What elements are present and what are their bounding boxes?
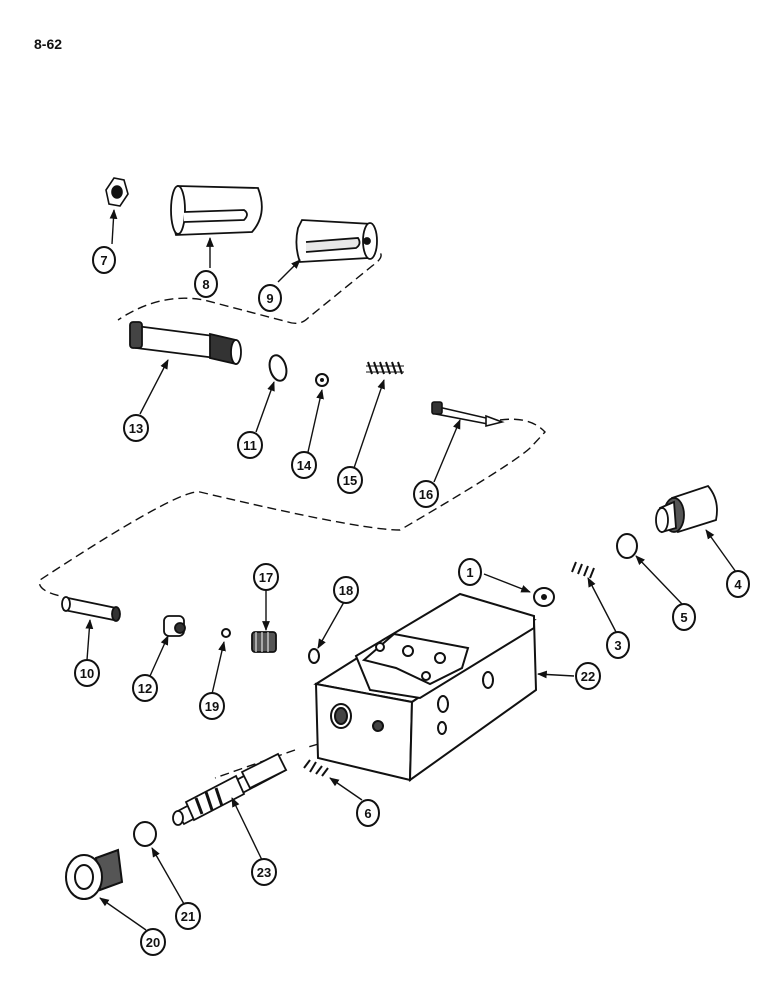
part-5-o-ring	[616, 533, 638, 559]
callout-11: 11	[237, 431, 263, 459]
callout-label-12: 12	[138, 681, 152, 696]
callout-label-7: 7	[100, 253, 107, 268]
part-10-tube	[61, 596, 121, 622]
callout-18: 18	[333, 576, 359, 604]
callout-8: 8	[194, 270, 218, 298]
callout-label-1: 1	[466, 565, 473, 580]
part-14-washer	[315, 373, 329, 387]
callout-9: 9	[258, 284, 282, 312]
callout-10: 10	[74, 659, 100, 687]
callout-14: 14	[291, 451, 317, 479]
callout-22: 22	[575, 662, 601, 690]
callout-20: 20	[140, 928, 166, 956]
part-13-shaft	[129, 321, 242, 366]
callout-16: 16	[413, 480, 439, 508]
part-16-pin	[431, 401, 505, 428]
callout-label-20: 20	[146, 935, 160, 950]
part-17-insert	[251, 631, 277, 653]
callout-label-8: 8	[202, 277, 209, 292]
part-15-spring	[366, 361, 404, 375]
part-1-nut	[533, 587, 555, 607]
callout-label-4: 4	[734, 577, 742, 592]
part-11-o-ring	[268, 354, 288, 382]
callout-label-19: 19	[205, 699, 219, 714]
callout-label-21: 21	[181, 909, 195, 924]
part-20-plug	[65, 848, 124, 900]
part-4-fitting	[655, 484, 718, 534]
part-21-o-ring	[133, 821, 157, 847]
callout-label-6: 6	[364, 806, 371, 821]
part-8-sleeve	[170, 185, 263, 236]
callout-12: 12	[132, 674, 158, 702]
callout-17: 17	[253, 563, 279, 591]
part-7-nut	[105, 177, 129, 207]
part-9-sleeve	[295, 219, 378, 263]
callout-21: 21	[175, 902, 201, 930]
callout-label-5: 5	[680, 610, 687, 625]
callout-6: 6	[356, 799, 380, 827]
callout-label-23: 23	[257, 865, 271, 880]
callout-label-16: 16	[419, 487, 433, 502]
callout-4: 4	[726, 570, 750, 598]
leader-arrows	[85, 209, 737, 931]
callout-5: 5	[672, 603, 696, 631]
callout-label-3: 3	[614, 638, 621, 653]
part-23-spool	[172, 752, 288, 826]
callout-7: 7	[92, 246, 116, 274]
assembly-dashed-lines	[38, 247, 546, 779]
callout-label-22: 22	[581, 669, 595, 684]
callout-label-14: 14	[297, 458, 312, 473]
callout-label-10: 10	[80, 666, 94, 681]
callout-label-9: 9	[266, 291, 273, 306]
callout-13: 13	[123, 414, 149, 442]
callout-label-17: 17	[259, 570, 273, 585]
callout-19: 19	[199, 692, 225, 720]
page-number: 8-62	[34, 36, 63, 52]
callout-15: 15	[337, 466, 363, 494]
part-22-valve-body	[313, 592, 538, 782]
part-19-washer	[221, 628, 231, 638]
callout-label-15: 15	[343, 473, 357, 488]
callout-label-13: 13	[129, 421, 143, 436]
part-6-spring	[303, 759, 329, 777]
callout-3: 3	[606, 631, 630, 659]
part-12-plug	[163, 615, 186, 637]
callout-1: 1	[458, 558, 482, 586]
callout-label-11: 11	[243, 438, 257, 453]
callout-label-18: 18	[339, 583, 353, 598]
part-3-spring	[571, 561, 595, 579]
callout-23: 23	[251, 858, 277, 886]
part-18-o-ring	[308, 648, 320, 664]
